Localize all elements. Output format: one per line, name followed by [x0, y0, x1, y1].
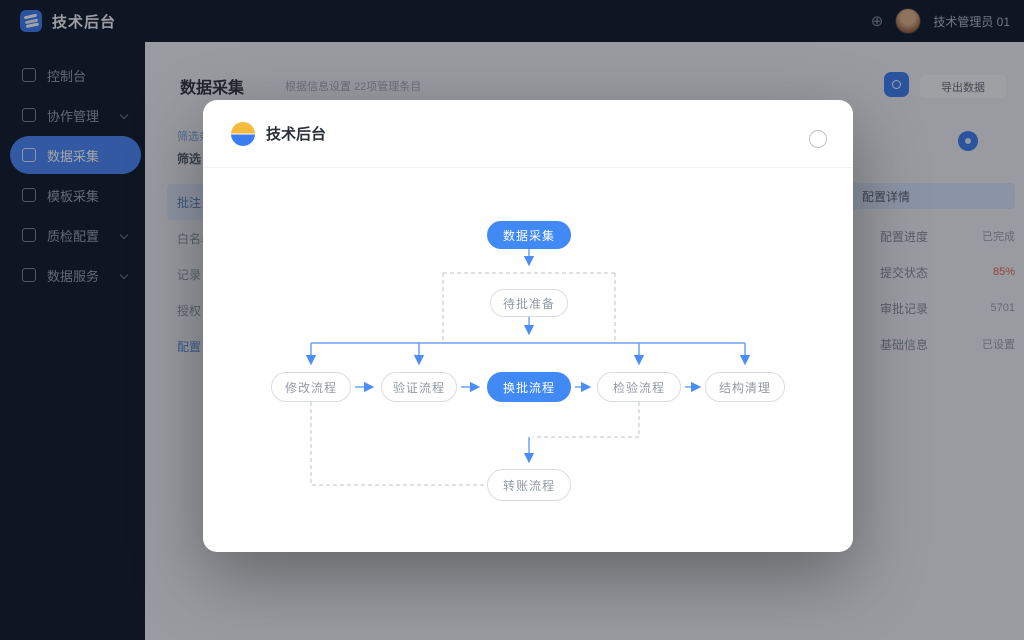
- badge-dot-icon: [965, 138, 971, 144]
- flow-node-step1[interactable]: 修改流程: [271, 372, 351, 402]
- modal-header: 技术后台: [203, 100, 853, 168]
- page-subtitle: 根据信息设置 22项管理条目: [285, 81, 422, 93]
- collect-icon: [22, 148, 36, 162]
- flow-node-step5[interactable]: 结构清理: [705, 372, 785, 402]
- detail-panel-header: 配置详情: [845, 183, 1015, 209]
- sidebar-item-service[interactable]: 数据服务: [0, 256, 141, 294]
- monitor-icon: [22, 68, 36, 82]
- detail-label: 基础信息: [880, 337, 929, 352]
- detail-value: 已设置: [982, 339, 1015, 351]
- notification-badge[interactable]: [958, 131, 978, 151]
- sidebar-item-template[interactable]: 模板采集: [0, 176, 141, 214]
- sidebar-item-label: 协作管理: [47, 108, 100, 124]
- sidebar-item-label: 控制台: [47, 68, 87, 84]
- app-title: 技术后台: [52, 13, 117, 31]
- flow-connectors: [305, 249, 751, 486]
- assistant-button[interactable]: [884, 72, 909, 97]
- assistant-icon: [892, 80, 901, 89]
- detail-row: 提交状态 85%: [880, 254, 1015, 290]
- detail-label: 配置进度: [880, 229, 929, 244]
- sidebar-item-label: 模板采集: [47, 188, 100, 204]
- avatar[interactable]: [895, 8, 922, 34]
- flow-node-start[interactable]: 数据采集: [487, 221, 571, 249]
- page-title: 数据采集: [180, 80, 245, 97]
- detail-value: 已完成: [982, 231, 1015, 243]
- export-button[interactable]: 导出数据: [920, 75, 1006, 98]
- username: 技术管理员 01: [933, 14, 1010, 29]
- sidebar-item-label: 数据采集: [47, 148, 100, 164]
- detail-row: 审批记录 5701: [880, 290, 1015, 326]
- radio-button[interactable]: [809, 130, 827, 148]
- list-item[interactable]: 记录: [177, 267, 202, 282]
- flowchart: 数据采集 待批准备 修改流程 验证流程 换批流程 检验流程 结构清理 转账流程: [203, 168, 853, 552]
- flow-node-step4[interactable]: 检验流程: [597, 372, 681, 402]
- sidebar-item-data-collect[interactable]: 数据采集: [10, 136, 141, 174]
- section-label: 筛选: [177, 152, 202, 166]
- sidebar-item-console[interactable]: 控制台: [0, 56, 141, 94]
- detail-row: 基础信息 已设置: [880, 326, 1015, 362]
- list-item[interactable]: 授权: [177, 303, 202, 318]
- detail-panel-title: 配置详情: [862, 189, 911, 204]
- detail-label: 提交状态: [880, 265, 929, 280]
- flow-node-end[interactable]: 转账流程: [487, 469, 571, 501]
- service-icon: [22, 268, 36, 282]
- flow-node-step2[interactable]: 验证流程: [381, 372, 457, 402]
- template-icon: [22, 188, 36, 202]
- brand-logo-icon: [231, 121, 255, 146]
- flow-modal: 技术后台: [203, 100, 853, 552]
- detail-row: 配置进度 已完成: [880, 218, 1015, 254]
- sidebar-item-label: 质检配置: [47, 228, 100, 244]
- detail-value: 5701: [990, 302, 1015, 314]
- sidebar: 控制台 协作管理 数据采集 模板采集 质检配置 数据服务: [0, 42, 145, 640]
- sidebar-item-collab[interactable]: 协作管理: [0, 96, 141, 134]
- modal-title: 技术后台: [266, 126, 327, 143]
- detail-panel: 配置进度 已完成 提交状态 85% 审批记录 5701 基础信息 已设置: [880, 218, 1015, 362]
- sidebar-item-label: 数据服务: [47, 268, 100, 284]
- folder-icon: [22, 108, 36, 122]
- check-list-icon: [22, 228, 36, 242]
- topbar: 技术后台 ⊕ 技术管理员 01: [0, 0, 1024, 42]
- globe-icon[interactable]: ⊕: [870, 12, 884, 30]
- flow-node-step3-active[interactable]: 换批流程: [487, 372, 571, 402]
- list-item[interactable]: 配置: [177, 339, 202, 354]
- flow-node-prepare[interactable]: 待批准备: [490, 289, 568, 317]
- sidebar-item-qc[interactable]: 质检配置: [0, 216, 141, 254]
- detail-value-alert: 85%: [992, 266, 1015, 278]
- detail-label: 审批记录: [880, 301, 929, 316]
- app-logo-icon: [20, 10, 42, 32]
